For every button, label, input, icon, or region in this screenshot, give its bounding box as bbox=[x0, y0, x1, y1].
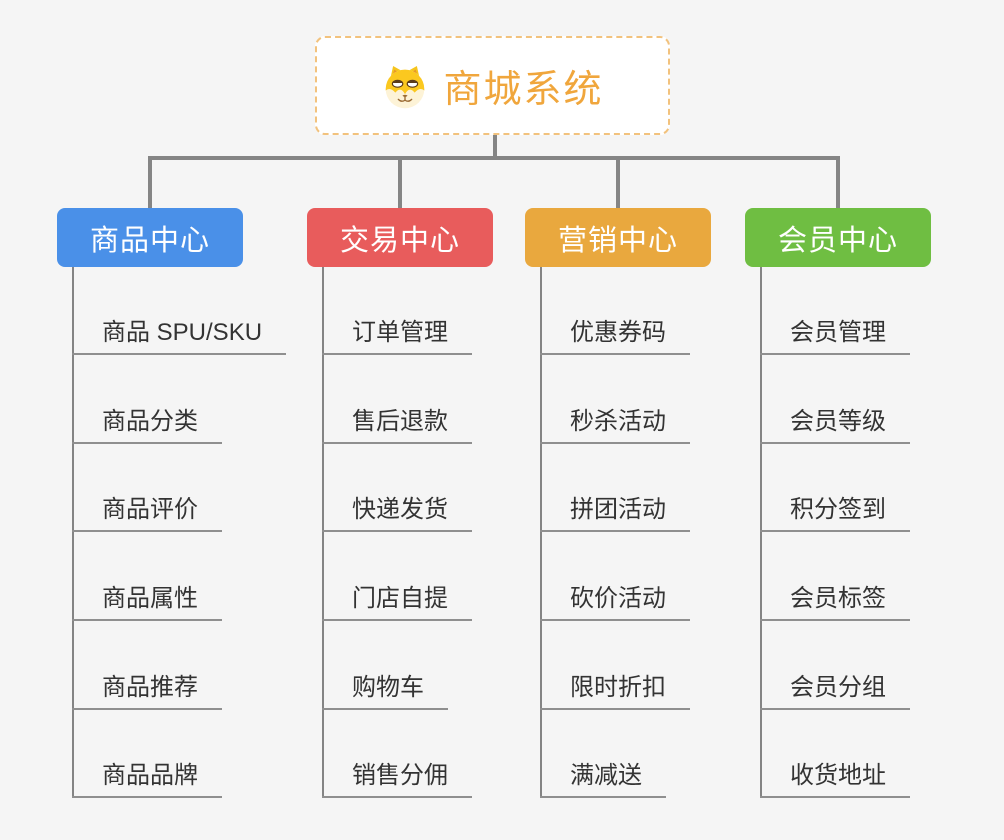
leaf-item[interactable]: 满减送 bbox=[540, 752, 666, 798]
leaf-item[interactable]: 秒杀活动 bbox=[540, 398, 690, 444]
leaf-label: 限时折扣 bbox=[570, 674, 666, 701]
leaf-item[interactable]: 销售分佣 bbox=[322, 752, 472, 798]
branch-node-4[interactable]: 会员中心 bbox=[745, 208, 931, 267]
leaf-label: 商品 SPU/SKU bbox=[102, 319, 263, 346]
leaf-label: 商品属性 bbox=[102, 585, 198, 612]
leaf-label: 优惠券码 bbox=[570, 319, 666, 346]
leaf-item[interactable]: 订单管理 bbox=[322, 309, 472, 355]
leaf-item[interactable]: 积分签到 bbox=[760, 486, 910, 532]
leaf-label: 收货地址 bbox=[790, 762, 886, 789]
leaf-item[interactable]: 会员标签 bbox=[760, 575, 910, 621]
connector-drop-3 bbox=[616, 158, 620, 208]
leaf-label: 门店自提 bbox=[352, 585, 448, 612]
leaf-label: 砍价活动 bbox=[570, 585, 666, 612]
connector-drop-4 bbox=[836, 158, 840, 208]
leaf-item[interactable]: 会员等级 bbox=[760, 398, 910, 444]
dog-face-icon bbox=[381, 63, 429, 109]
branch-label: 商品中心 bbox=[89, 224, 210, 257]
leaf-item[interactable]: 商品品牌 bbox=[72, 752, 222, 798]
leaf-label: 商品品牌 bbox=[102, 762, 198, 789]
leaf-item[interactable]: 收货地址 bbox=[760, 752, 910, 798]
leaf-label: 销售分佣 bbox=[352, 762, 448, 789]
connector-root-stem bbox=[493, 135, 497, 158]
leaf-label: 快递发货 bbox=[352, 496, 448, 523]
leaf-label: 售后退款 bbox=[352, 408, 448, 435]
leaf-item[interactable]: 会员管理 bbox=[760, 309, 910, 355]
leaf-label: 会员标签 bbox=[790, 585, 886, 612]
leaf-item[interactable]: 拼团活动 bbox=[540, 486, 690, 532]
connector-drop-2 bbox=[398, 158, 402, 208]
leaf-label: 会员分组 bbox=[790, 674, 886, 701]
branch-node-3[interactable]: 营销中心 bbox=[525, 208, 711, 267]
branch-label: 营销中心 bbox=[557, 224, 678, 257]
leaf-item[interactable]: 商品 SPU/SKU bbox=[72, 309, 287, 355]
leaf-item[interactable]: 购物车 bbox=[322, 664, 448, 710]
leaf-item[interactable]: 商品推荐 bbox=[72, 664, 222, 710]
leaf-label: 会员管理 bbox=[790, 319, 886, 346]
branch-node-2[interactable]: 交易中心 bbox=[307, 208, 493, 267]
leaf-item[interactable]: 门店自提 bbox=[322, 575, 472, 621]
leaf-label: 满减送 bbox=[570, 762, 642, 789]
leaf-item[interactable]: 商品属性 bbox=[72, 575, 222, 621]
root-title: 商城系统 bbox=[443, 69, 604, 111]
leaf-item[interactable]: 商品评价 bbox=[72, 486, 222, 532]
leaf-item[interactable]: 售后退款 bbox=[322, 398, 472, 444]
leaf-label: 商品推荐 bbox=[102, 674, 198, 701]
branch-label: 会员中心 bbox=[777, 224, 898, 257]
leaf-item[interactable]: 商品分类 bbox=[72, 398, 222, 444]
leaf-item[interactable]: 限时折扣 bbox=[540, 664, 690, 710]
connector-trunk-3 bbox=[540, 267, 542, 798]
leaf-label: 秒杀活动 bbox=[570, 408, 666, 435]
leaf-label: 拼团活动 bbox=[570, 496, 666, 523]
leaf-label: 会员等级 bbox=[790, 408, 886, 435]
root-node[interactable]: 商城系统 bbox=[315, 36, 670, 135]
branch-node-1[interactable]: 商品中心 bbox=[57, 208, 243, 267]
leaf-item[interactable]: 优惠券码 bbox=[540, 309, 690, 355]
connector-trunk-1 bbox=[72, 267, 74, 798]
leaf-item[interactable]: 砍价活动 bbox=[540, 575, 690, 621]
leaf-label: 购物车 bbox=[352, 674, 424, 701]
leaf-label: 商品分类 bbox=[102, 408, 198, 435]
connector-drop-1 bbox=[148, 158, 152, 208]
connector-trunk-2 bbox=[322, 267, 324, 798]
leaf-label: 订单管理 bbox=[352, 319, 448, 346]
leaf-item[interactable]: 快递发货 bbox=[322, 486, 472, 532]
leaf-label: 商品评价 bbox=[102, 496, 198, 523]
connector-trunk-4 bbox=[760, 267, 762, 798]
branch-label: 交易中心 bbox=[339, 224, 460, 257]
leaf-item[interactable]: 会员分组 bbox=[760, 664, 910, 710]
leaf-label: 积分签到 bbox=[790, 496, 886, 523]
connector-horizontal bbox=[148, 156, 840, 160]
